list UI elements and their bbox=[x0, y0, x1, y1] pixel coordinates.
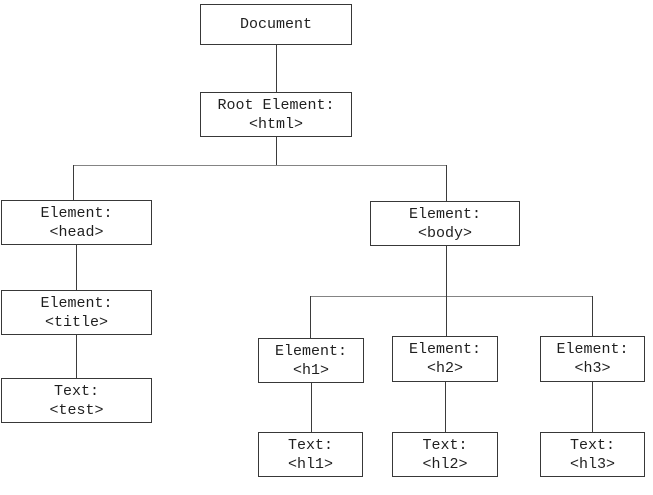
node-element-h2: Element: <h2> bbox=[392, 336, 498, 382]
connector-h2-text bbox=[445, 382, 446, 432]
node-document: Document bbox=[200, 4, 352, 45]
node-label: Element: bbox=[274, 342, 347, 360]
node-element-body: Element: <body> bbox=[370, 201, 520, 246]
node-tag: <test> bbox=[49, 401, 104, 419]
node-element-title: Element: <title> bbox=[1, 290, 152, 335]
node-text-hl3: Text: <hl3> bbox=[540, 432, 645, 477]
node-label: Element: bbox=[40, 204, 113, 222]
node-tag: <h3> bbox=[574, 360, 611, 377]
node-label: Element: bbox=[556, 341, 629, 358]
connector-h3-text bbox=[592, 382, 593, 432]
connector-to-head bbox=[73, 165, 74, 200]
connector-html-branch bbox=[73, 165, 447, 166]
node-tag: <h1> bbox=[292, 361, 329, 379]
node-element-h3: Element: <h3> bbox=[540, 336, 645, 382]
connector-title-test bbox=[76, 335, 77, 378]
node-label: Element: bbox=[408, 341, 481, 358]
connector-to-h2 bbox=[446, 296, 447, 336]
connector-to-h3 bbox=[592, 296, 593, 336]
node-tag: <title> bbox=[44, 313, 108, 331]
node-tag: <hl2> bbox=[422, 455, 468, 473]
node-tag: <html> bbox=[248, 115, 303, 133]
node-root-element-html: Root Element: <html> bbox=[200, 92, 352, 137]
node-tag: <hl3> bbox=[569, 455, 615, 473]
node-label: Document bbox=[239, 16, 312, 33]
node-tag: <hl1> bbox=[287, 455, 333, 473]
connector-body-stem bbox=[446, 246, 447, 296]
node-label: Text: bbox=[422, 436, 468, 454]
connector-document-html bbox=[276, 45, 277, 92]
node-label: Element: bbox=[40, 294, 113, 312]
node-element-head: Element: <head> bbox=[1, 200, 152, 245]
node-label: Element: bbox=[408, 205, 481, 223]
node-text-hl1: Text: <hl1> bbox=[258, 432, 363, 477]
connector-h1-text bbox=[311, 383, 312, 432]
connector-to-body bbox=[446, 165, 447, 201]
node-label: Text: bbox=[569, 436, 615, 454]
node-tag: <h2> bbox=[426, 360, 463, 377]
connector-body-branch bbox=[310, 296, 593, 297]
node-text-hl2: Text: <hl2> bbox=[392, 432, 498, 477]
node-text-test: Text: <test> bbox=[1, 378, 152, 423]
node-label: Root Element: bbox=[217, 96, 335, 114]
node-label: Text: bbox=[287, 436, 333, 454]
node-element-h1: Element: <h1> bbox=[258, 338, 364, 383]
connector-to-h1 bbox=[310, 296, 311, 338]
node-label: Text: bbox=[53, 382, 99, 400]
connector-html-stem bbox=[276, 137, 277, 165]
connector-head-title bbox=[76, 245, 77, 290]
node-tag: <head> bbox=[49, 223, 104, 241]
node-tag: <body> bbox=[417, 224, 472, 242]
